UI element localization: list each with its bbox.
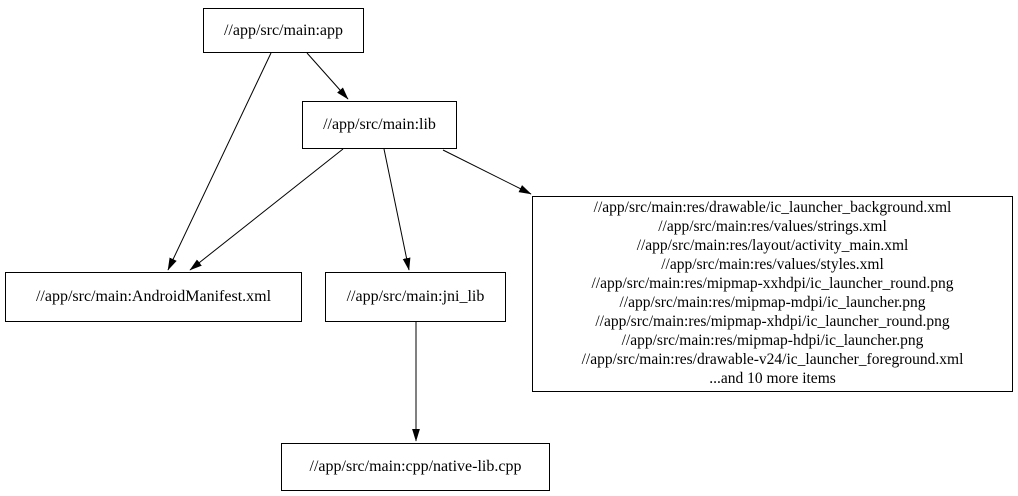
resource-list-line: //app/src/main:res/mipmap-hdpi/ic_launch…: [621, 331, 924, 349]
resource-list-line: //app/src/main:res/values/styles.xml: [661, 256, 884, 274]
edge-app-to-lib: [306, 52, 349, 100]
edge-lib-to-resources: [442, 149, 532, 195]
resource-list-line: //app/src/main:res/drawable/ic_launcher_…: [593, 199, 952, 217]
node-resources-list: //app/src/main:res/drawable/ic_launcher_…: [532, 196, 1013, 392]
node-app-label: //app/src/main:app: [223, 21, 344, 39]
resource-list-line: //app/src/main:res/values/strings.xml: [658, 218, 887, 236]
node-android-manifest: //app/src/main:AndroidManifest.xml: [5, 272, 302, 322]
resource-list-line: //app/src/main:res/drawable-v24/ic_launc…: [581, 350, 964, 368]
edge-lib-to-manifest: [189, 148, 344, 271]
resource-list-line: //app/src/main:res/layout/activity_main.…: [636, 237, 909, 255]
resource-list-line: //app/src/main:res/mipmap-mdpi/ic_launch…: [619, 294, 926, 311]
resource-list-more-items: ...and 10 more items: [709, 369, 836, 387]
edge-lib-to-jni-lib: [383, 148, 411, 271]
node-jni-lib: //app/src/main:jni_lib: [325, 272, 506, 322]
edge-app-to-manifest: [167, 52, 272, 271]
node-lib: //app/src/main:lib: [302, 101, 457, 149]
node-app: //app/src/main:app: [203, 8, 364, 53]
node-jni-lib-label: //app/src/main:jni_lib: [346, 288, 485, 306]
node-cpp-native-lib-label: //app/src/main:cpp/native-lib.cpp: [309, 458, 522, 476]
node-android-manifest-label: //app/src/main:AndroidManifest.xml: [35, 288, 272, 306]
resource-list-line: //app/src/main:res/mipmap-xhdpi/ic_launc…: [595, 312, 950, 330]
node-cpp-native-lib: //app/src/main:cpp/native-lib.cpp: [281, 443, 550, 491]
node-lib-label: //app/src/main:lib: [323, 116, 436, 134]
resource-list-line: //app/src/main:res/mipmap-xxhdpi/ic_laun…: [591, 275, 954, 293]
